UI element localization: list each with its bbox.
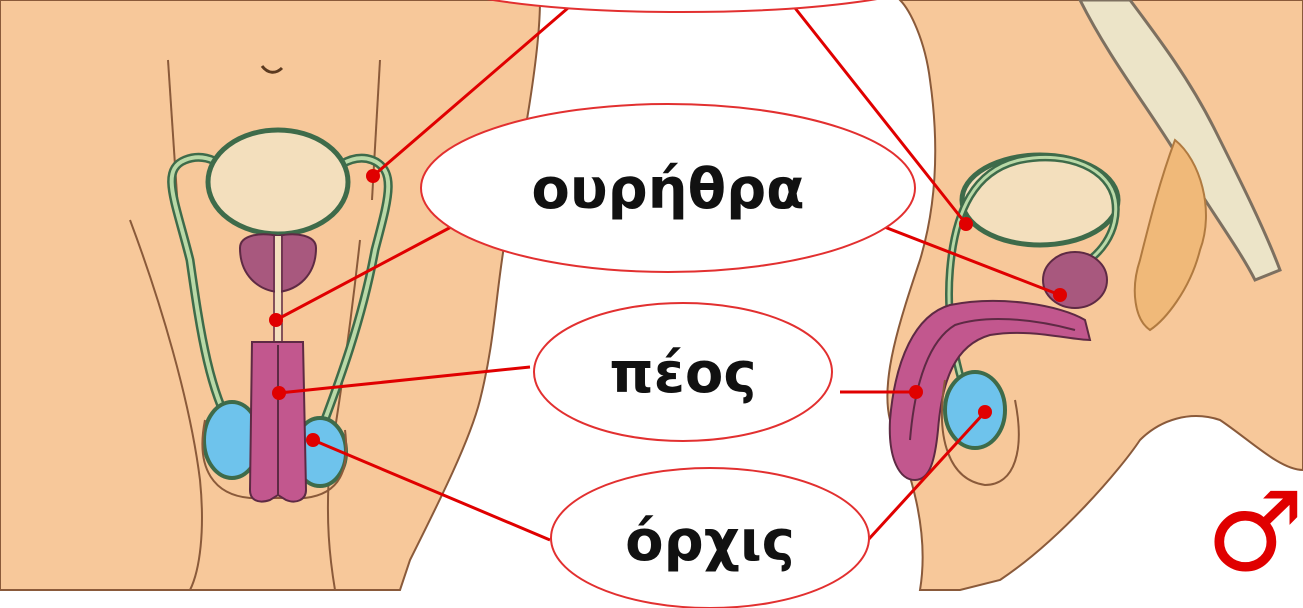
- male-symbol-icon: ♂: [1206, 468, 1303, 596]
- dot-testis-left: [306, 433, 320, 447]
- label-urethra: ουρήθρα: [531, 157, 804, 222]
- dot-urethra-right: [1053, 288, 1067, 302]
- label-testis: όρχις: [625, 509, 795, 574]
- dot-penis-right: [909, 385, 923, 399]
- side-testis: [945, 372, 1005, 448]
- label-penis: πέος: [609, 341, 756, 406]
- dot-testis-right: [978, 405, 992, 419]
- dot-penis-left: [272, 386, 286, 400]
- dot-top-left: [366, 169, 380, 183]
- dot-urethra-left: [269, 313, 283, 327]
- front-bladder: [208, 130, 348, 234]
- dot-top-right: [959, 217, 973, 231]
- side-prostate: [1043, 252, 1107, 308]
